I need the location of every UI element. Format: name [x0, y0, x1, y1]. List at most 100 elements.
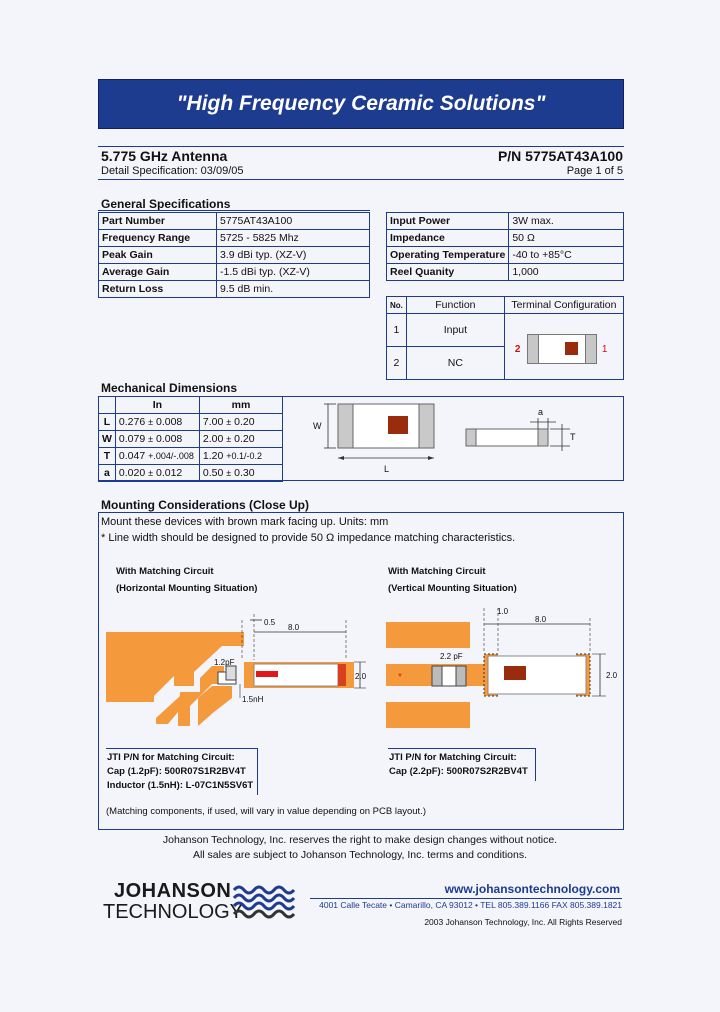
- chip-terminal-left: [526, 334, 539, 364]
- table-row: T 0.047 +.004/-.008 1.20 +0.1/-0.2: [98, 447, 284, 465]
- mechanical-drawing: [324, 403, 570, 460]
- mechanical-table: In mm L 0.276 ± 0.008 7.00 ± 0.20 W 0.07…: [98, 396, 284, 482]
- spec-label: Operating Temperature: [385, 246, 510, 264]
- general-spec-title: General Specifications: [101, 197, 231, 211]
- mounting-note-1: Mount these devices with brown mark faci…: [101, 516, 389, 528]
- dim-mm-cell: 0.50 ± 0.30: [198, 464, 284, 482]
- spec-value: 9.5 dB min.: [216, 280, 370, 298]
- chip-top-term-right: [418, 403, 435, 449]
- dim-key: L: [98, 413, 116, 431]
- terminal-label-2: 2: [514, 344, 521, 355]
- v-pn-box: JTI P/N for Matching Circuit: Cap (2.2pF…: [388, 748, 536, 781]
- dim-in-tol-sign: +.004/-.008: [148, 451, 194, 461]
- table-row: Average Gain-1.5 dBi typ. (XZ-V): [98, 263, 370, 281]
- header-top-rule: [98, 146, 624, 147]
- spec-label: Input Power: [385, 212, 510, 230]
- v-dim-20-label: 2.0: [606, 671, 618, 680]
- part-number-title: P/N 5775AT43A100: [497, 148, 623, 164]
- logo-wave-icon: [232, 885, 296, 919]
- detail-spec-date: Detail Specification: 03/09/05: [101, 165, 244, 177]
- h-pn-title: JTI P/N for Matching Circuit:: [107, 752, 235, 763]
- pcb-ground-top: [386, 622, 470, 648]
- h-pn-ind: Inductor (1.5nH): L-07C1N5SV6T: [107, 780, 254, 791]
- chip-top-mark: [388, 416, 408, 434]
- dim-mm-tol-sign: ±: [226, 434, 232, 444]
- disclaimer-line-2: All sales are subject to Johanson Techno…: [192, 849, 528, 861]
- spec-value: 5775AT43A100: [216, 212, 370, 230]
- col-header-terminal: Terminal Configuration: [503, 296, 625, 314]
- cell-function: Input: [405, 313, 505, 347]
- chip-brown-mark: [564, 342, 578, 355]
- v-pn-title: JTI P/N for Matching Circuit:: [389, 752, 517, 763]
- company-website-link[interactable]: www.johansontechnology.com: [444, 882, 620, 896]
- page-banner: "High Frequency Ceramic Solutions": [98, 79, 624, 129]
- dim-l-label: L: [384, 464, 390, 474]
- logo-text-technology: TECHNOLOGY: [103, 901, 244, 923]
- product-title: 5.775 GHz Antenna: [101, 148, 228, 164]
- pcb-trace-2: [198, 686, 232, 726]
- dim-mm-tol: 0.30: [234, 467, 255, 479]
- table-row: L 0.276 ± 0.008 7.00 ± 0.20: [98, 413, 284, 431]
- table-row: 2 NC: [386, 346, 624, 380]
- dim-l-arrow-left: [338, 456, 344, 460]
- spec-label: Frequency Range: [98, 229, 217, 247]
- dim-key: T: [98, 447, 116, 465]
- chip-top-term-left: [337, 403, 354, 449]
- horizontal-title-2: (Horizontal Mounting Situation): [116, 583, 258, 594]
- dim-in-tol: 0.008: [156, 433, 183, 445]
- spec-label: Average Gain: [98, 263, 217, 281]
- pcb-ground-plane: [106, 632, 244, 702]
- spec-label: Reel Quanity: [385, 263, 510, 281]
- col-header-function: Function: [405, 296, 505, 314]
- spec-value: 50 Ω: [508, 229, 624, 247]
- v-dim-10-label: 1.0: [497, 607, 509, 616]
- dim-mm-value: 2.00: [202, 433, 224, 445]
- dim-in-cell: 0.047 +.004/-.008: [114, 447, 200, 465]
- h-dim-80-label: 8.0: [288, 623, 300, 632]
- company-address: 4001 Calle Tecate • Camarillo, CA 93012 …: [319, 900, 622, 910]
- h-cap-label: 1.2pF: [214, 658, 235, 667]
- footer-rule: [310, 898, 622, 899]
- dim-mm-value: 1.20: [202, 450, 224, 462]
- dim-in-tol: 0.012: [156, 467, 183, 479]
- spec-label: Part Number: [98, 212, 217, 230]
- v-star-mark: *: [398, 672, 402, 683]
- col-header-no: No.: [386, 296, 407, 314]
- spec-label: Peak Gain: [98, 246, 217, 264]
- h-ind-label: 1.5nH: [242, 695, 264, 704]
- dim-mm-cell: 1.20 +0.1/-0.2: [198, 447, 284, 465]
- v-pn-cap: Cap (2.2pF): 500R07S2R2BV4T: [389, 766, 528, 777]
- spec-label: Impedance: [385, 229, 510, 247]
- mounting-note-2: * Line width should be designed to provi…: [101, 532, 516, 544]
- table-row: W 0.079 ± 0.008 2.00 ± 0.20: [98, 430, 284, 448]
- col-header-in: In: [114, 396, 200, 414]
- spec-value: -1.5 dBi typ. (XZ-V): [216, 263, 370, 281]
- vertical-title-2: (Vertical Mounting Situation): [388, 583, 517, 594]
- chip-h-mark: [256, 671, 278, 677]
- header-bottom-rule: [98, 179, 624, 180]
- v-cap-label: 2.2 pF: [440, 652, 463, 661]
- dim-in-tol: 0.008: [156, 416, 183, 428]
- table-header-row: In mm: [98, 396, 284, 414]
- dim-l-arrow-right: [428, 456, 434, 460]
- cap-v-term-left: [431, 665, 443, 687]
- table-row: Operating Temperature-40 to +85°C: [385, 246, 624, 264]
- dim-mm-tol-sign: ±: [226, 468, 232, 478]
- dim-mm-tol-sign: +0.1/-0.2: [226, 451, 263, 461]
- h-dim-05-label: 0.5: [264, 618, 276, 627]
- dim-mm-tol: 0.20: [234, 433, 255, 445]
- table-header-row: No. Function Terminal Configuration: [386, 296, 625, 314]
- spec-value: -40 to +85°C: [508, 246, 624, 264]
- dim-mm-value: 0.50: [202, 467, 224, 479]
- vertical-mounting-drawing: [386, 608, 606, 728]
- terminal-chip-drawing: [526, 334, 597, 364]
- chip-h-term: [338, 664, 346, 686]
- dim-in-tol-sign: ±: [148, 417, 154, 427]
- dim-mm-cell: 7.00 ± 0.20: [198, 413, 284, 431]
- chip-v-mark: [504, 666, 526, 680]
